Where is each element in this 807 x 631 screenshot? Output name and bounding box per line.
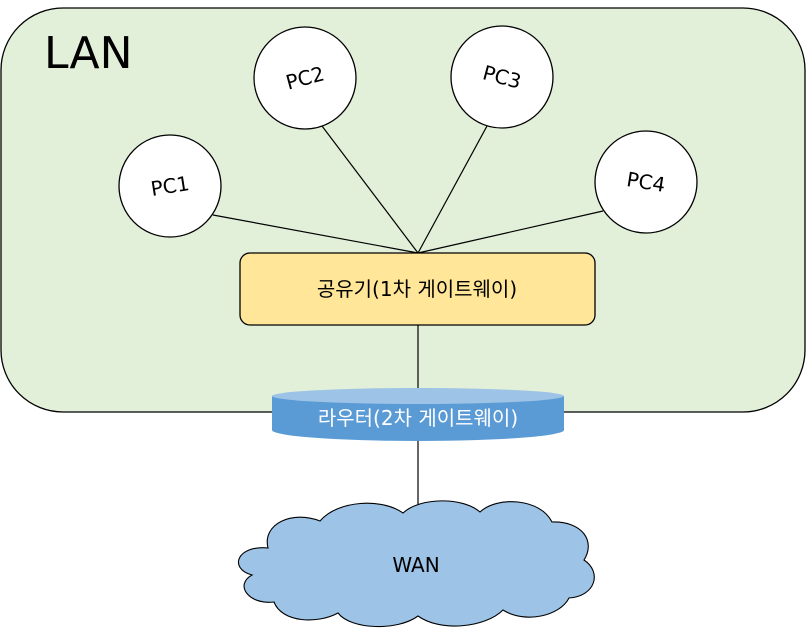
wan-label: WAN [392, 553, 439, 577]
gateway-box [239, 252, 596, 326]
pc4-label: PC4 [625, 167, 667, 197]
pc2-node: PC2 [253, 26, 357, 130]
router-cylinder-top [272, 388, 564, 404]
link-pc1-gateway [212, 214, 419, 254]
pc3-circle [450, 25, 554, 129]
router-cylinder-body [272, 396, 564, 441]
pc1-label: PC1 [149, 171, 191, 201]
link-pc3-gateway [417, 125, 488, 254]
pc1-circle [118, 134, 222, 238]
pc1-node: PC1 [118, 134, 222, 238]
pc3-node: PC3 [450, 25, 554, 129]
link-pc4-gateway [417, 210, 604, 254]
pc4-circle [594, 130, 698, 234]
wan-cloud-shape [238, 500, 595, 628]
lan-label: LAN [44, 28, 133, 79]
link-pc2-gateway [321, 125, 419, 254]
pc2-circle [253, 26, 357, 130]
router-node: 라우터(2차 게이트웨이) [272, 388, 564, 441]
connection-lines [212, 125, 604, 517]
router-label: 라우터(2차 게이트웨이) [318, 406, 518, 430]
gateway-node: 공유기(1차 게이트웨이) [239, 252, 596, 326]
wan-cloud: WAN [238, 500, 595, 628]
pc4-node: PC4 [594, 130, 698, 234]
gateway-label: 공유기(1차 게이트웨이) [317, 277, 517, 301]
